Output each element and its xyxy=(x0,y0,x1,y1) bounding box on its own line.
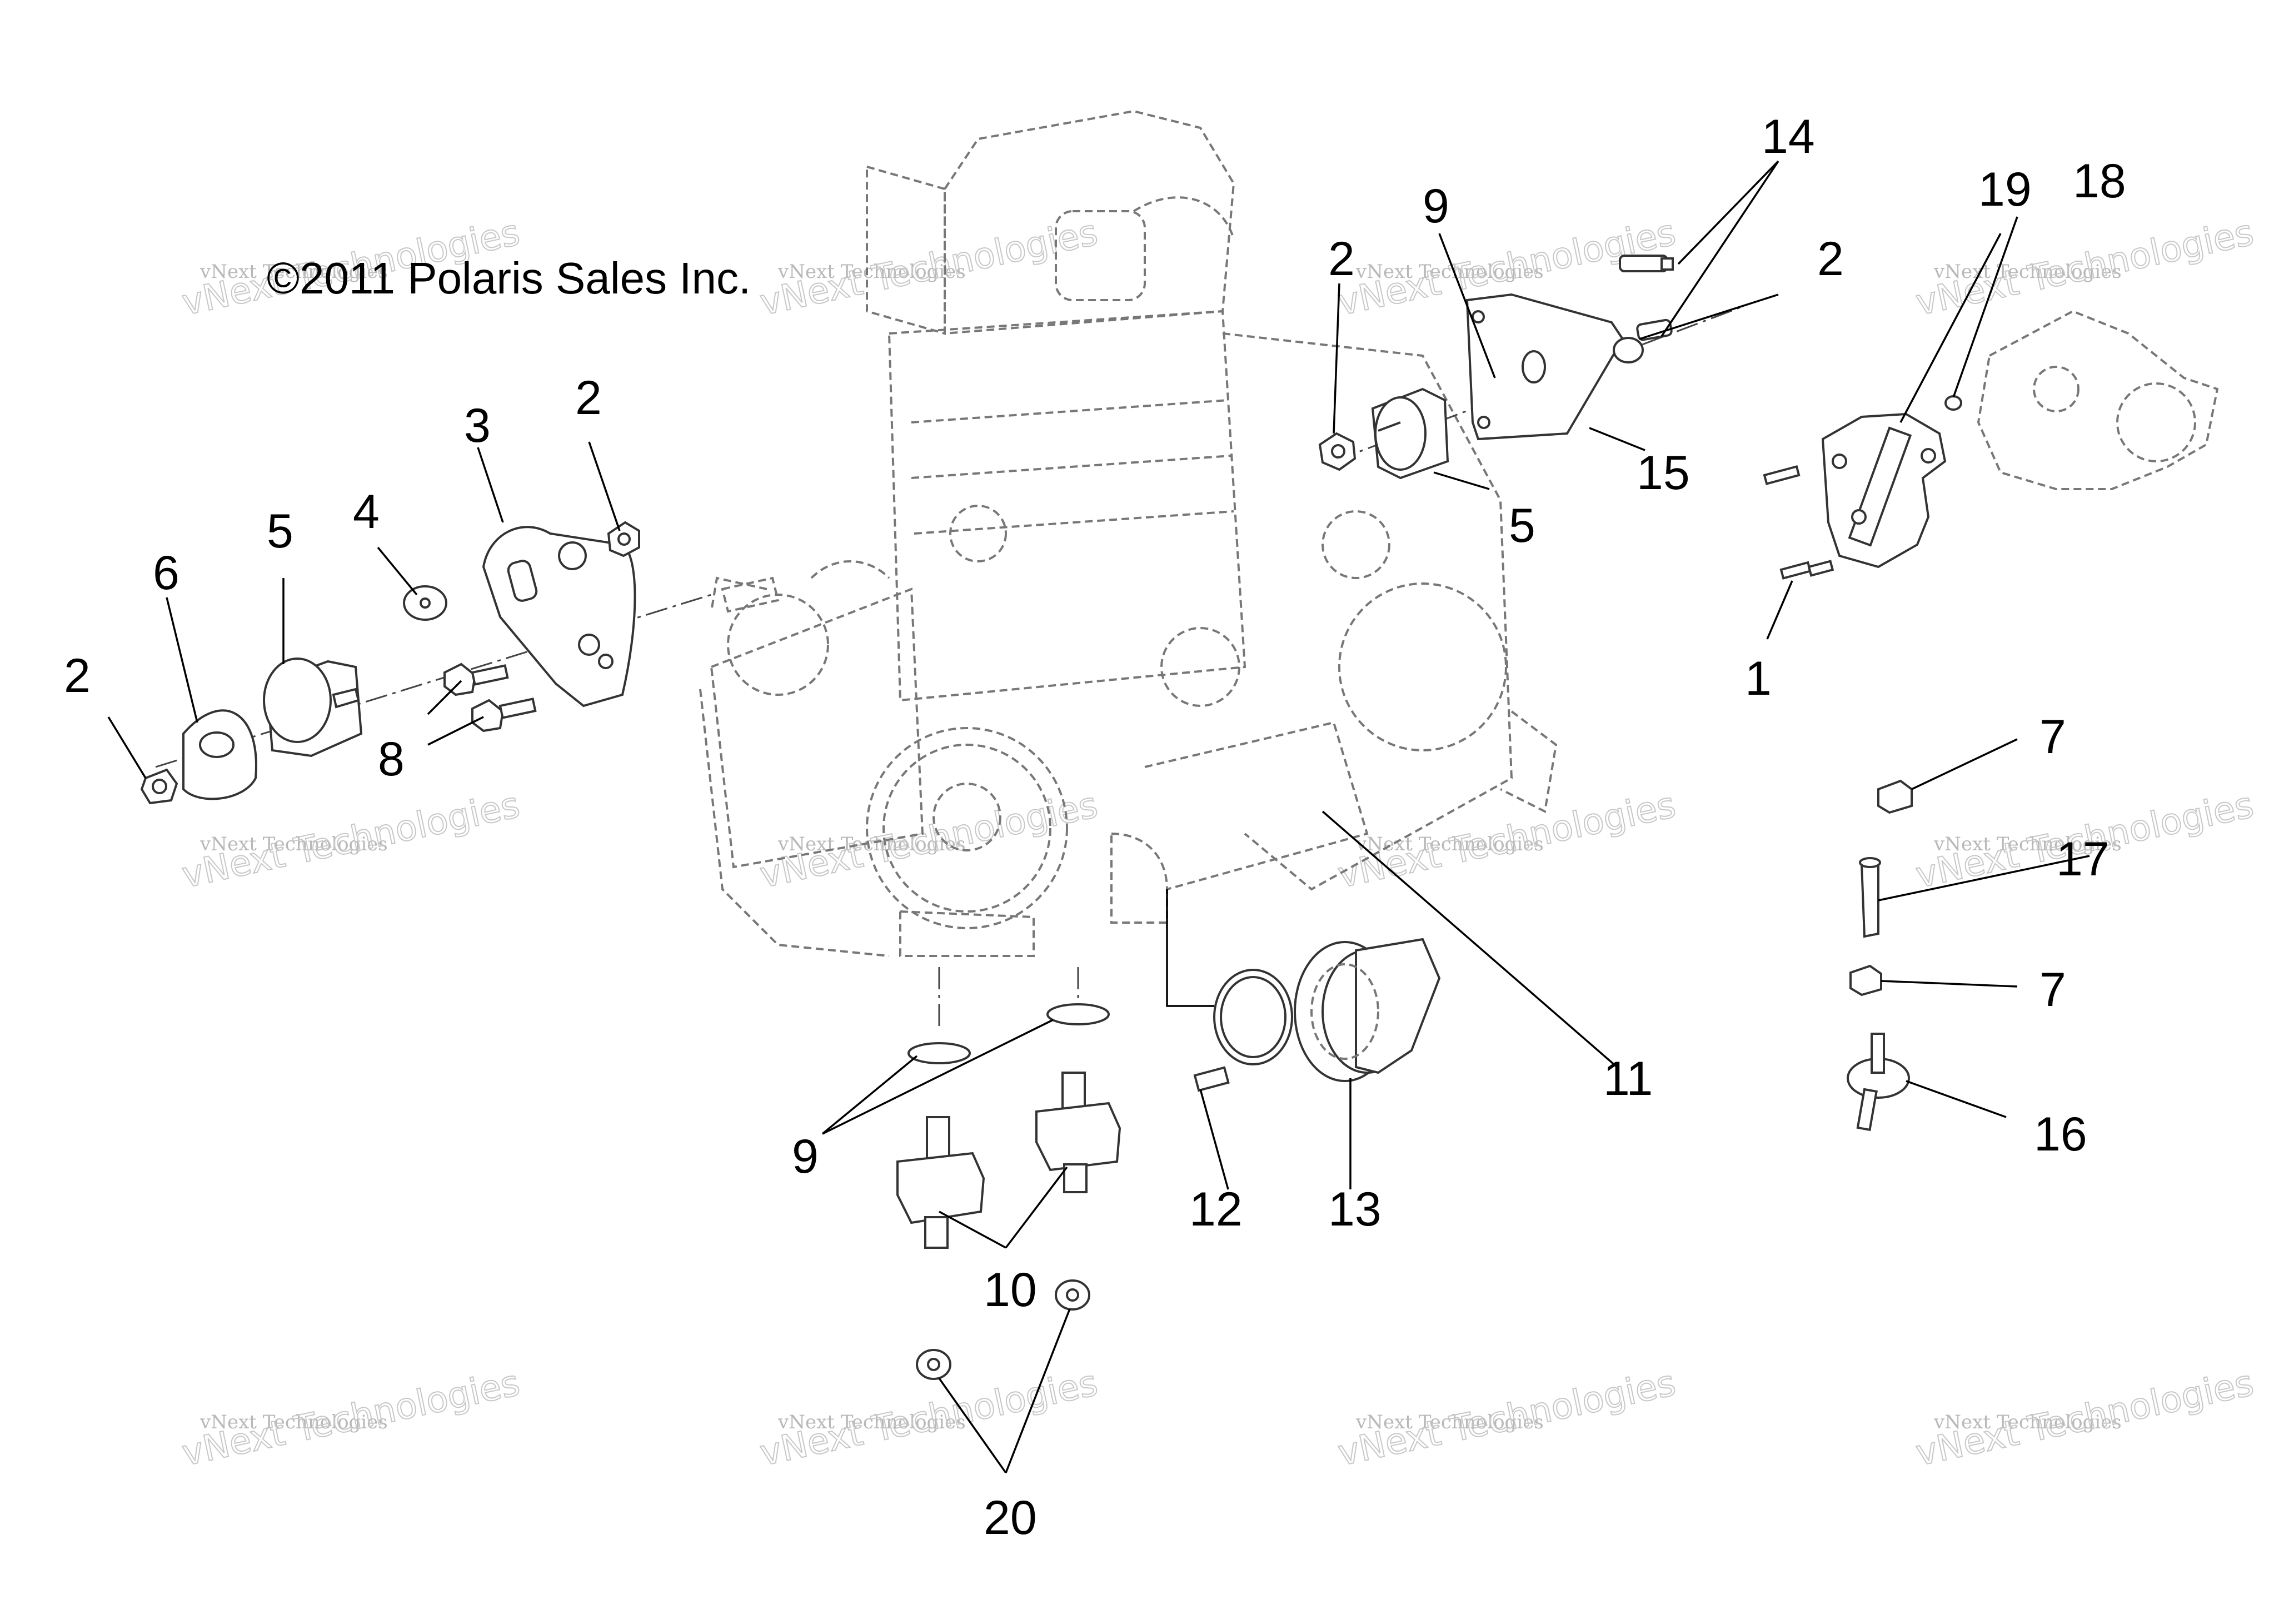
svg-text:vNext Technologies: vNext Technologies xyxy=(200,1411,388,1433)
callout-13: 13 xyxy=(1328,1183,1382,1236)
callout-9: 9 xyxy=(792,1130,819,1183)
callout-6: 6 xyxy=(153,546,179,600)
watermark: vNext Technologies vNext Technologies xyxy=(1334,1362,1679,1475)
svg-text:vNext Technologies: vNext Technologies xyxy=(1933,833,2122,855)
callout-5: 5 xyxy=(1509,499,1535,552)
callout-15: 15 xyxy=(1637,446,1690,500)
watermark: vNext Technologies vNext Technologies xyxy=(1334,784,1679,897)
svg-text:vNext Technologies: vNext Technologies xyxy=(1355,1411,1544,1433)
callout-labels: 1 2 2 2 2 3 4 5 5 6 7 7 8 9 9 10 11 12 1… xyxy=(64,110,2126,1545)
callout-8: 8 xyxy=(378,733,405,786)
washer-part xyxy=(403,585,447,621)
callout-4: 4 xyxy=(353,485,380,539)
callout-17: 17 xyxy=(2056,833,2110,886)
callout-20: 20 xyxy=(984,1491,1037,1545)
callout-12: 12 xyxy=(1189,1183,1243,1236)
svg-text:vNext Technologies: vNext Technologies xyxy=(777,1411,966,1433)
watermark: vNext Technologies vNext Technologies xyxy=(756,212,1101,325)
left-mount-parts xyxy=(140,521,712,805)
clamp-part xyxy=(1193,969,1293,1092)
isolator-part xyxy=(1035,1072,1121,1193)
upper-right-mount-parts xyxy=(1318,255,1746,480)
bolt-part xyxy=(471,698,537,733)
bushing-part xyxy=(1849,964,1882,997)
nut-part xyxy=(1318,432,1357,471)
callout-5: 5 xyxy=(267,505,293,558)
callout-2: 2 xyxy=(1328,232,1355,286)
cup-washer-part xyxy=(182,709,257,800)
isolator-part xyxy=(263,657,363,758)
svg-text:vNext Technologies: vNext Technologies xyxy=(1933,1411,2122,1433)
bracket-part xyxy=(1465,293,1624,441)
engine-illustration xyxy=(699,109,1558,957)
washer-part xyxy=(907,1042,971,1064)
watermark: vNext Technologies vNext Technologies xyxy=(178,784,523,897)
callout-7: 7 xyxy=(2039,710,2066,764)
isolator-part xyxy=(1371,387,1449,480)
callout-14: 14 xyxy=(1762,110,1815,163)
svg-text:vNext Technologies: vNext Technologies xyxy=(1355,261,1544,283)
callout-16: 16 xyxy=(2034,1108,2087,1161)
callout-9: 9 xyxy=(1423,180,1449,233)
stud-mount-part xyxy=(1847,1033,1910,1132)
callout-10: 10 xyxy=(984,1263,1037,1317)
isolator-part xyxy=(896,1116,985,1249)
svg-text:vNext Technologies: vNext Technologies xyxy=(1933,261,2122,283)
callout-2: 2 xyxy=(1817,232,1844,286)
callout-2: 2 xyxy=(64,649,91,703)
lower-right-parts xyxy=(1847,779,1913,1132)
washer-part xyxy=(1046,1003,1110,1025)
nut-part xyxy=(1613,337,1644,363)
watermark: vNext Technologies vNext Technologies xyxy=(1912,1362,2257,1475)
transmission-mount-parts xyxy=(1763,310,2219,580)
nut-part xyxy=(1055,1279,1090,1311)
svg-text:vNext Technologies: vNext Technologies xyxy=(200,833,388,855)
svg-text:vNext Technologies: vNext Technologies xyxy=(200,261,388,283)
svg-text:vNext Technologies: vNext Technologies xyxy=(1355,833,1544,855)
callout-19: 19 xyxy=(1978,163,2032,216)
callout-1: 1 xyxy=(1745,652,1772,705)
svg-text:vNext Technologies: vNext Technologies xyxy=(777,261,966,283)
bracket-part xyxy=(482,526,636,708)
bottom-parts xyxy=(896,938,1441,1380)
bushing-part xyxy=(1877,779,1913,814)
nut-part xyxy=(140,768,178,805)
bolt-part xyxy=(1619,255,1674,272)
boot-part xyxy=(1294,938,1441,1082)
callout-3: 3 xyxy=(464,399,491,452)
copyright-text: ©2011 Polaris Sales Inc. xyxy=(267,253,751,303)
nut-part xyxy=(916,1349,951,1380)
bolt-part xyxy=(443,662,509,696)
callout-11: 11 xyxy=(1603,1052,1653,1105)
watermark: vNext Technologies vNext Technologies xyxy=(178,1362,523,1475)
pin-part xyxy=(1859,857,1881,938)
watermark: vNext Technologies vNext Technologies xyxy=(1912,212,2257,325)
callout-18: 18 xyxy=(2073,155,2126,208)
callout-7: 7 xyxy=(2039,963,2066,1017)
leader-lines xyxy=(107,160,2090,1474)
svg-text:vNext Technologies: vNext Technologies xyxy=(777,833,966,855)
callout-2: 2 xyxy=(575,371,602,425)
nut-part xyxy=(607,521,640,557)
